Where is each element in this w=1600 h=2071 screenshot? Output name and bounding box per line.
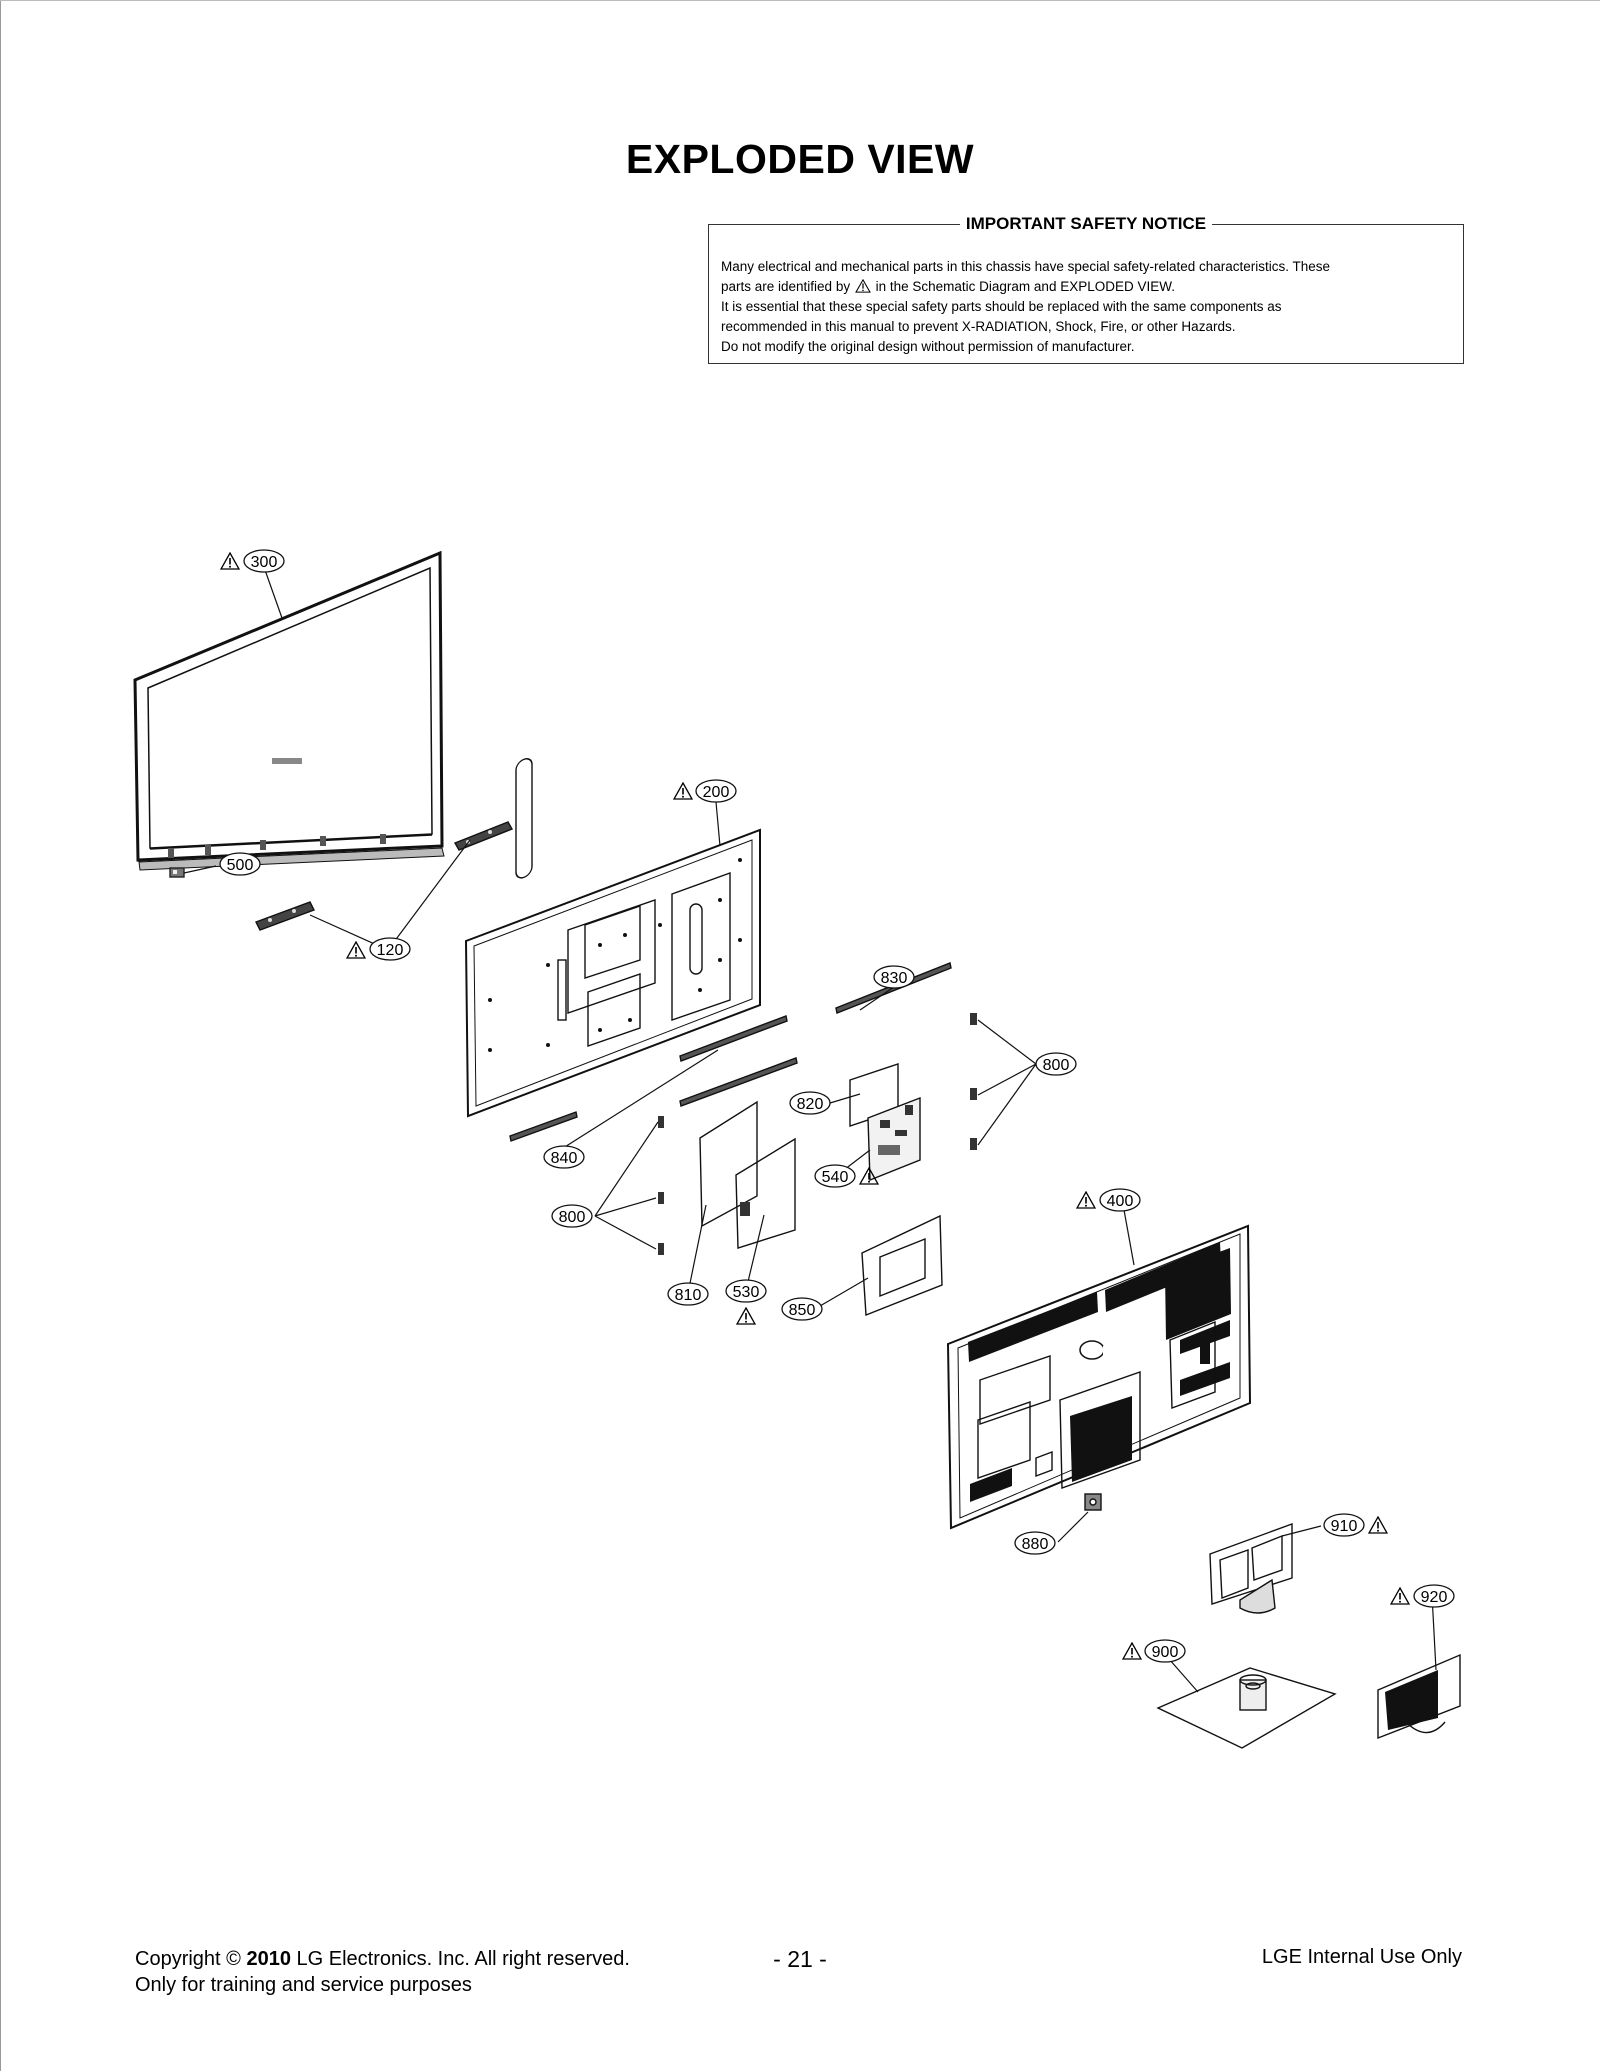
callout-120: 120: [346, 937, 411, 961]
stand-base-part: [1156, 1667, 1337, 1749]
svg-text:880: 880: [1022, 1536, 1049, 1553]
svg-text:920: 920: [1421, 1589, 1448, 1606]
safety-notice-body: Many electrical and mechanical parts in …: [721, 257, 1451, 357]
svg-text:850: 850: [789, 1302, 816, 1319]
svg-text:810: 810: [675, 1287, 702, 1304]
notice-line-2-end: in the Schematic Diagram and EXPLODED VI…: [875, 279, 1175, 294]
bracket-880-part: [1084, 1493, 1102, 1511]
stand-body-part: [1209, 1522, 1293, 1614]
notice-line-4: recommended in this manual to prevent X-…: [721, 319, 1236, 334]
part-500-bracket: [169, 867, 185, 878]
callout-910: 910: [1323, 1513, 1388, 1537]
svg-text:840: 840: [551, 1150, 578, 1167]
callout-850: 850: [781, 1297, 823, 1321]
callout-300: 300: [220, 549, 285, 573]
copyright-year: 2010: [246, 1948, 291, 1970]
svg-text:900: 900: [1152, 1644, 1179, 1661]
page-top-edge: [0, 0, 1600, 1]
callout-540: 540: [814, 1164, 879, 1188]
svg-text:500: 500: [227, 857, 254, 874]
callout-820: 820: [789, 1091, 831, 1115]
svg-text:910: 910: [1331, 1518, 1358, 1535]
small-brackets: [658, 1013, 977, 1255]
speaker-parts: [255, 821, 514, 931]
warning-triangle-icon: [1368, 1516, 1388, 1534]
svg-text:830: 830: [881, 970, 908, 987]
svg-text:800: 800: [1043, 1057, 1070, 1074]
support-bars: [509, 962, 952, 1142]
callout-810: 810: [667, 1282, 709, 1306]
svg-text:300: 300: [251, 554, 278, 571]
safety-notice-box: IMPORTANT SAFETY NOTICE Many electrical …: [708, 214, 1464, 364]
callout-200: 200: [673, 779, 737, 803]
notice-line-5: Do not modify the original design withou…: [721, 339, 1135, 354]
warning-triangle-icon: [736, 1307, 756, 1325]
callout-800-left: 800: [551, 1204, 593, 1228]
warning-triangle-icon: [1122, 1642, 1142, 1660]
callout-400: 400: [1076, 1188, 1141, 1212]
bracket-850-part: [861, 1214, 943, 1317]
svg-text:540: 540: [822, 1169, 849, 1186]
copyright-suffix: LG Electronics. Inc. All right reserved.: [296, 1948, 630, 1970]
svg-text:400: 400: [1107, 1193, 1134, 1210]
svg-text:120: 120: [377, 942, 404, 959]
page-number: - 21 -: [773, 1946, 827, 1972]
panel-assembly-part: [464, 758, 761, 1118]
warning-triangle-icon: [673, 782, 693, 800]
callout-920: 920: [1390, 1584, 1455, 1608]
warning-triangle-icon: [1390, 1587, 1410, 1605]
main-board-part: [849, 1063, 921, 1182]
warning-triangle-icon: [220, 552, 240, 570]
notice-line-1: Many electrical and mechanical parts in …: [721, 259, 1331, 274]
warning-triangle-icon: [854, 279, 871, 293]
svg-text:800: 800: [559, 1209, 586, 1226]
footer-purpose: Only for training and service purposes: [135, 1974, 472, 1996]
callout-900: 900: [1122, 1639, 1186, 1663]
front-cover-part: [133, 550, 445, 871]
notice-line-2-start: parts are identified by: [721, 279, 851, 294]
svg-text:200: 200: [703, 784, 730, 801]
page-title: EXPLODED VIEW: [625, 136, 975, 182]
svg-text:820: 820: [797, 1096, 824, 1113]
back-cover-part: [946, 1224, 1252, 1530]
notice-line-2: parts are identified by in the Schematic…: [721, 277, 1451, 297]
backcover-logo-text: LG: [1102, 1343, 1123, 1360]
callout-800-right: 800: [1035, 1052, 1077, 1076]
warning-triangle-icon: [346, 941, 366, 959]
notice-line-3: It is essential that these special safet…: [721, 299, 1282, 314]
psu-boards: [699, 1100, 796, 1249]
footer-copyright: Copyright © 2010 LG Electronics. Inc. Al…: [135, 1946, 630, 1998]
callout-830: 830: [873, 965, 915, 989]
callout-840: 840: [543, 1145, 585, 1169]
svg-text:530: 530: [733, 1284, 760, 1301]
safety-notice-title: IMPORTANT SAFETY NOTICE: [959, 214, 1213, 233]
callout-880: 880: [1014, 1531, 1056, 1555]
leader-lines: [183, 569, 1437, 1693]
copyright-prefix: Copyright ©: [135, 1948, 241, 1970]
footer-internal-use: LGE Internal Use Only: [1261, 1946, 1462, 1968]
stand-cover-part: [1377, 1653, 1461, 1740]
page-left-edge: [0, 0, 1, 2071]
warning-triangle-icon: [1076, 1191, 1096, 1209]
callout-530: 530: [725, 1279, 767, 1325]
callout-500: 500: [219, 852, 261, 876]
